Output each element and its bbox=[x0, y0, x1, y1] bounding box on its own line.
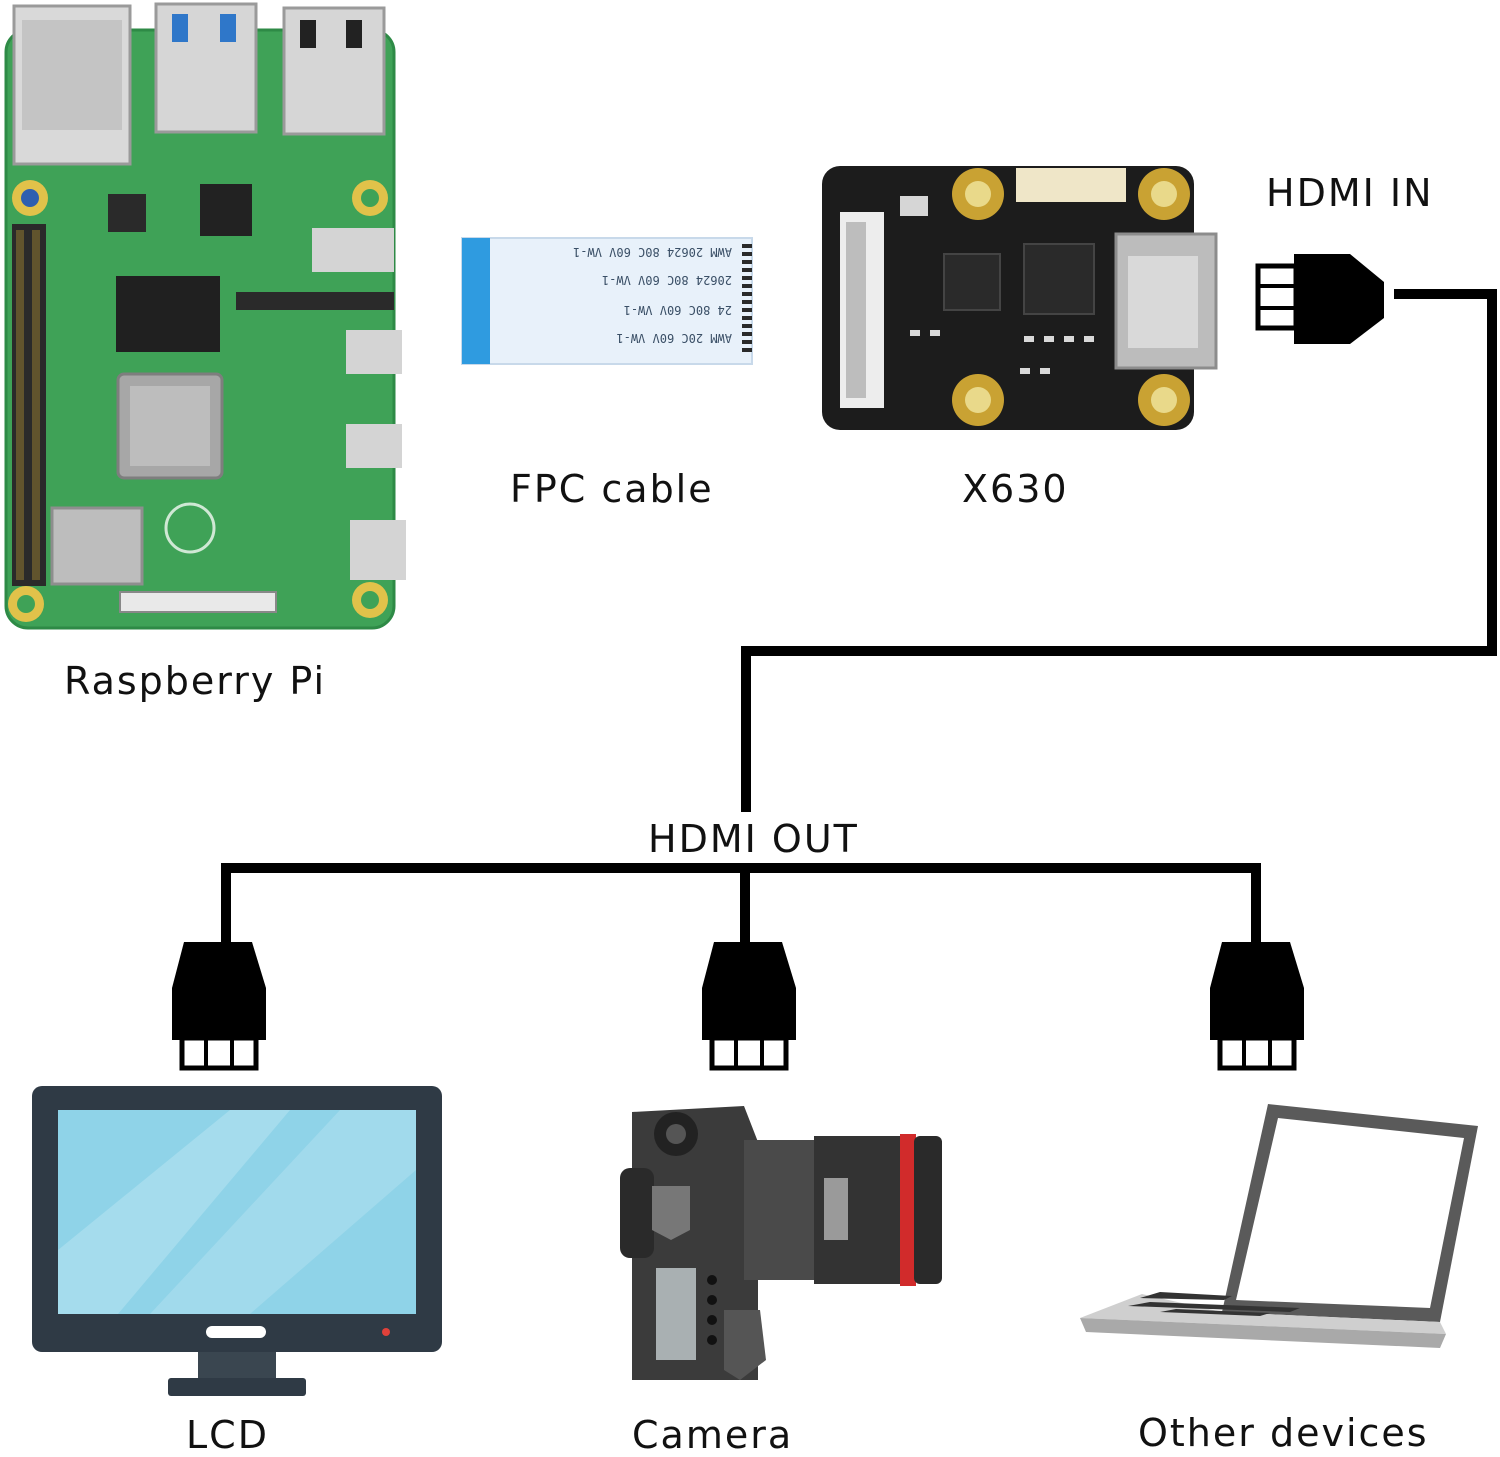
label-lcd: LCD bbox=[186, 1413, 269, 1457]
label-raspberry-pi: Raspberry Pi bbox=[64, 659, 327, 703]
dslr-camera-icon bbox=[620, 1106, 942, 1380]
label-hdmi-out: HDMI OUT bbox=[648, 817, 859, 861]
hdmi-plug-icon bbox=[1255, 254, 1384, 344]
fpc-print-row-2: 20624 80C 60V VW-1 bbox=[602, 273, 732, 287]
label-other-devices: Other devices bbox=[1138, 1411, 1429, 1455]
laptop-icon bbox=[1080, 1104, 1478, 1348]
label-x630: X630 bbox=[962, 467, 1069, 511]
hdmi-in-cable bbox=[741, 289, 1497, 812]
fpc-print-row-3: 24 80C 60V VW-1 bbox=[624, 303, 732, 317]
x630-board-picture bbox=[822, 166, 1218, 430]
hdmi-plug-icon bbox=[1210, 942, 1304, 1071]
label-fpc-cable: FPC cable bbox=[510, 467, 714, 511]
label-camera: Camera bbox=[632, 1413, 794, 1457]
fpc-print-row-4: AWM 20C 60V VW-1 bbox=[616, 331, 732, 345]
cable-lines bbox=[221, 289, 1497, 942]
hdmi-plug-icon bbox=[702, 942, 796, 1071]
raspberry-pi-board bbox=[4, 2, 406, 630]
label-hdmi-in: HDMI IN bbox=[1266, 171, 1434, 215]
hdmi-plug-icon bbox=[172, 942, 266, 1071]
fpc-cable-picture: AWM 20624 80C 60V VW-1 20624 80C 60V VW-… bbox=[461, 237, 753, 365]
monitor-icon bbox=[32, 1086, 442, 1396]
fpc-print-row-1: AWM 20624 80C 60V VW-1 bbox=[573, 245, 732, 259]
